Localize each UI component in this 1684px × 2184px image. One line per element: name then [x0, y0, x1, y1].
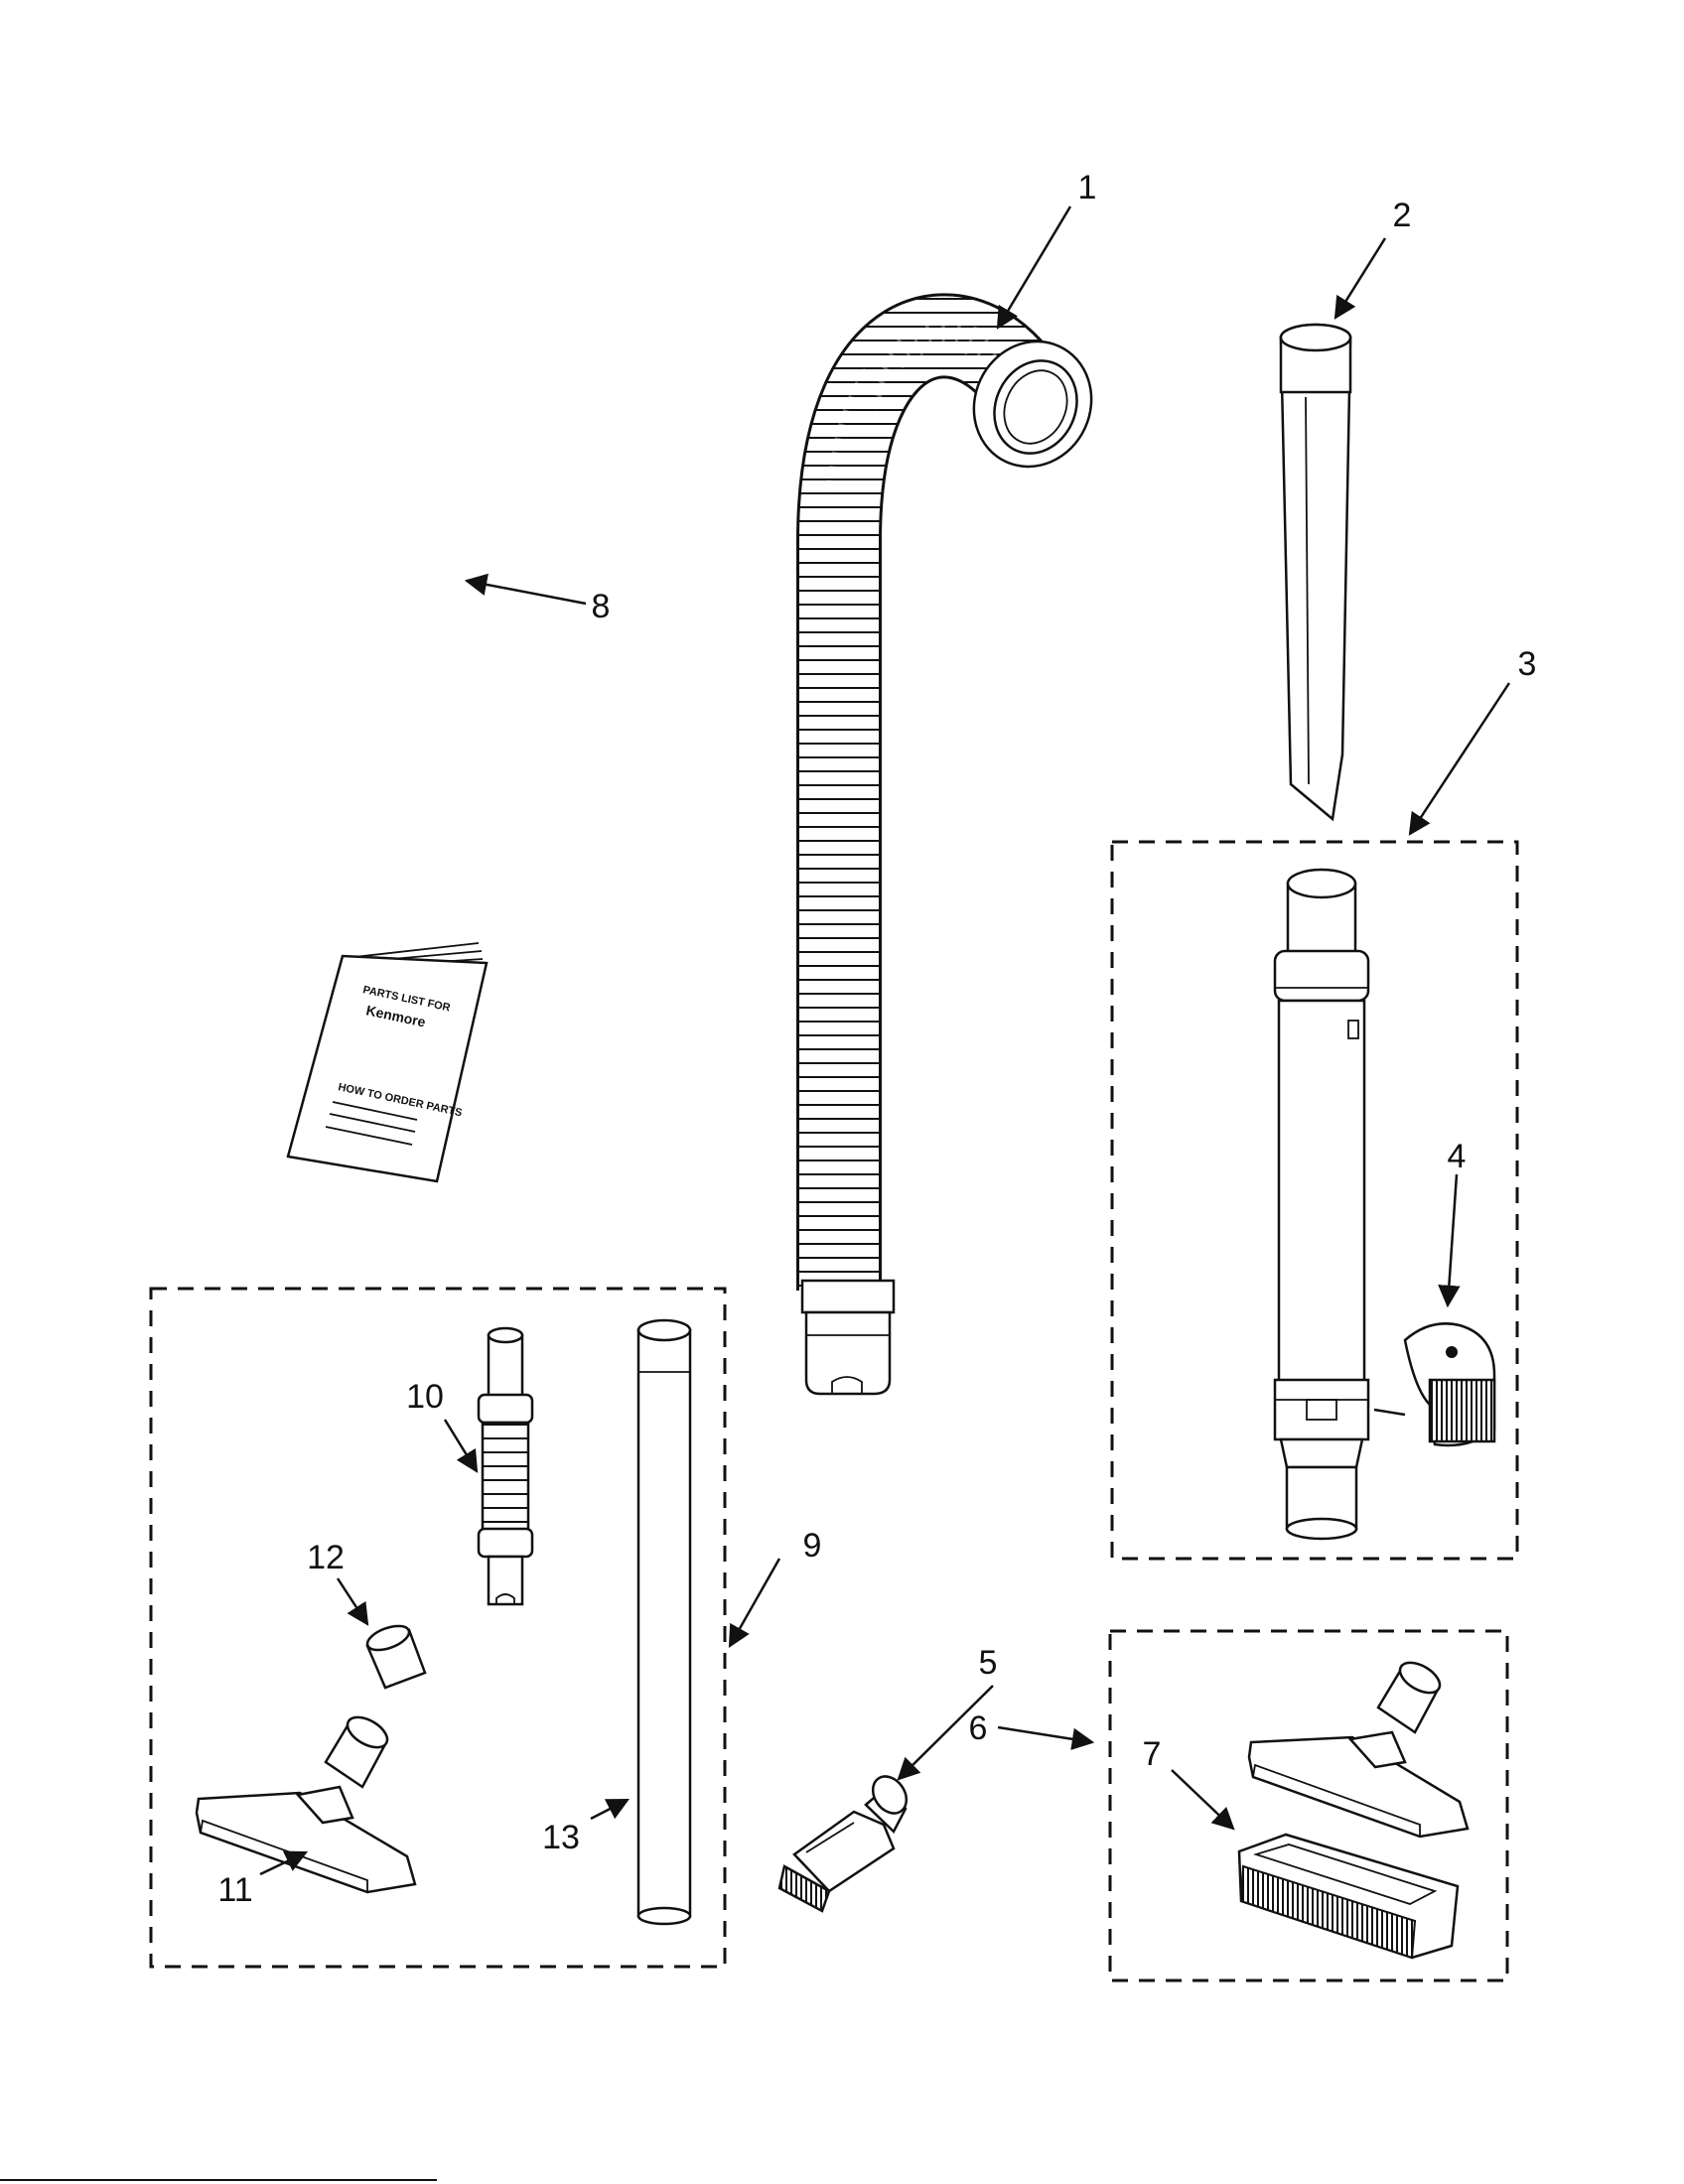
callout-2: 2: [1393, 197, 1412, 234]
crevice-tool-part: [1279, 323, 1352, 822]
callout-3: 3: [1518, 645, 1537, 683]
callout-labels: 1 2 3 4 5 6 7 8 9 10 11 12 13: [217, 169, 1536, 1909]
callout-6: 6: [969, 1709, 988, 1747]
small-adapter-12-part: [365, 1624, 427, 1690]
callout-1: 1: [1078, 169, 1097, 206]
callout-10: 10: [406, 1378, 444, 1416]
straight-wand-13-part: [636, 1318, 692, 1926]
floor-tool-6-part: [1247, 1661, 1470, 1839]
callout-13: 13: [542, 1819, 580, 1856]
group-box-9: [149, 1287, 727, 1969]
hose-part: [796, 293, 1093, 1396]
leader-lines: [259, 205, 1511, 1876]
group-box-6: [1108, 1629, 1509, 1982]
callout-8: 8: [592, 588, 611, 625]
callout-4: 4: [1448, 1138, 1467, 1175]
flex-adapter-10-part: [477, 1326, 534, 1606]
group-box-3: [1110, 840, 1519, 1561]
brush-strip-7-part: [1237, 1833, 1460, 1960]
manual-8-part: PARTS LIST FOR Kenmore HOW TO ORDER PART…: [286, 942, 489, 1183]
callout-5: 5: [979, 1644, 998, 1682]
callout-9: 9: [803, 1527, 822, 1565]
dusting-brush-5-part: [777, 1775, 909, 1913]
callout-7: 7: [1143, 1735, 1162, 1773]
floor-tool-11-part: [195, 1715, 417, 1894]
clip-part: [1373, 1322, 1496, 1447]
callout-11: 11: [217, 1871, 252, 1909]
callout-12: 12: [307, 1539, 345, 1576]
wand-part: [1273, 868, 1370, 1541]
